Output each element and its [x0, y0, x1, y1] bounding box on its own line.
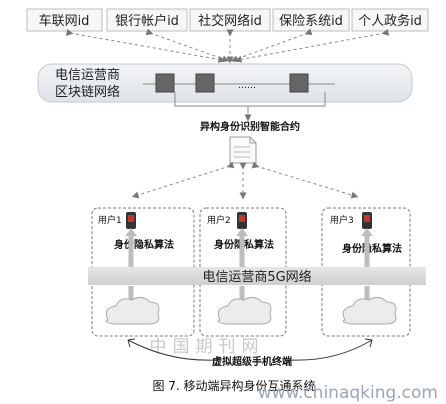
top-id-label-3: 社交网络id	[198, 13, 262, 29]
network-band-label: 电信运营商5G网络	[202, 269, 311, 285]
network-band: 电信运营商5G网络	[88, 267, 426, 285]
user-band-arrows	[128, 232, 370, 268]
block-3	[289, 73, 309, 93]
cloud-icon-2	[217, 296, 272, 325]
contract-to-user-arrows	[131, 161, 359, 200]
virtual-terminal-label: 虚拟超级手机终端	[212, 355, 292, 368]
block-ellipsis: ……	[238, 81, 256, 91]
top-id-box-1	[26, 8, 103, 32]
user-label-1: 用户1	[98, 214, 122, 226]
block-2	[195, 73, 215, 93]
block-1	[155, 73, 175, 93]
cloud-icon-3	[342, 296, 397, 325]
watermark-cn: 中国期刊网	[150, 337, 265, 357]
user-box-3: 用户3 身份隐私算法	[321, 207, 411, 337]
privacy-label-3: 身份隐私算法	[342, 242, 402, 255]
user-label-3: 用户3	[330, 214, 354, 226]
top-id-label-5: 个人政务id	[358, 13, 422, 29]
top-id-boxes: 车联网id 银行帐户id 社交网络id 保险系统id 个人政务id	[26, 8, 429, 32]
watermark-url: www.chinaqking.com	[258, 383, 438, 403]
contract-label: 异构身份识别智能合约	[200, 120, 300, 133]
figure-caption: 图 7. 移动端异构身份互通系统	[152, 378, 315, 393]
virtual-terminal-arc	[127, 338, 373, 361]
smart-contract: 异构身份识别智能合约	[200, 120, 300, 164]
document-icon	[229, 136, 257, 164]
top-id-box-5	[351, 8, 429, 32]
blockchain-network: 电信运营商 区块链网络 ……	[37, 63, 413, 122]
cloud-icon-1	[105, 296, 160, 325]
id-to-chain-arrows	[65, 28, 390, 64]
user-label-2: 用户2	[207, 214, 231, 226]
cloud-icons	[105, 296, 397, 325]
privacy-label-1: 身份隐私算法	[114, 238, 174, 251]
top-id-label-4: 保险系统id	[279, 14, 343, 29]
blockchain-label-line2: 区块链网络	[55, 84, 120, 100]
top-id-label-2: 银行帐户id	[115, 13, 179, 29]
top-id-label-1: 车联网id	[39, 13, 90, 29]
blockchain-label-line1: 电信运营商	[55, 68, 120, 83]
